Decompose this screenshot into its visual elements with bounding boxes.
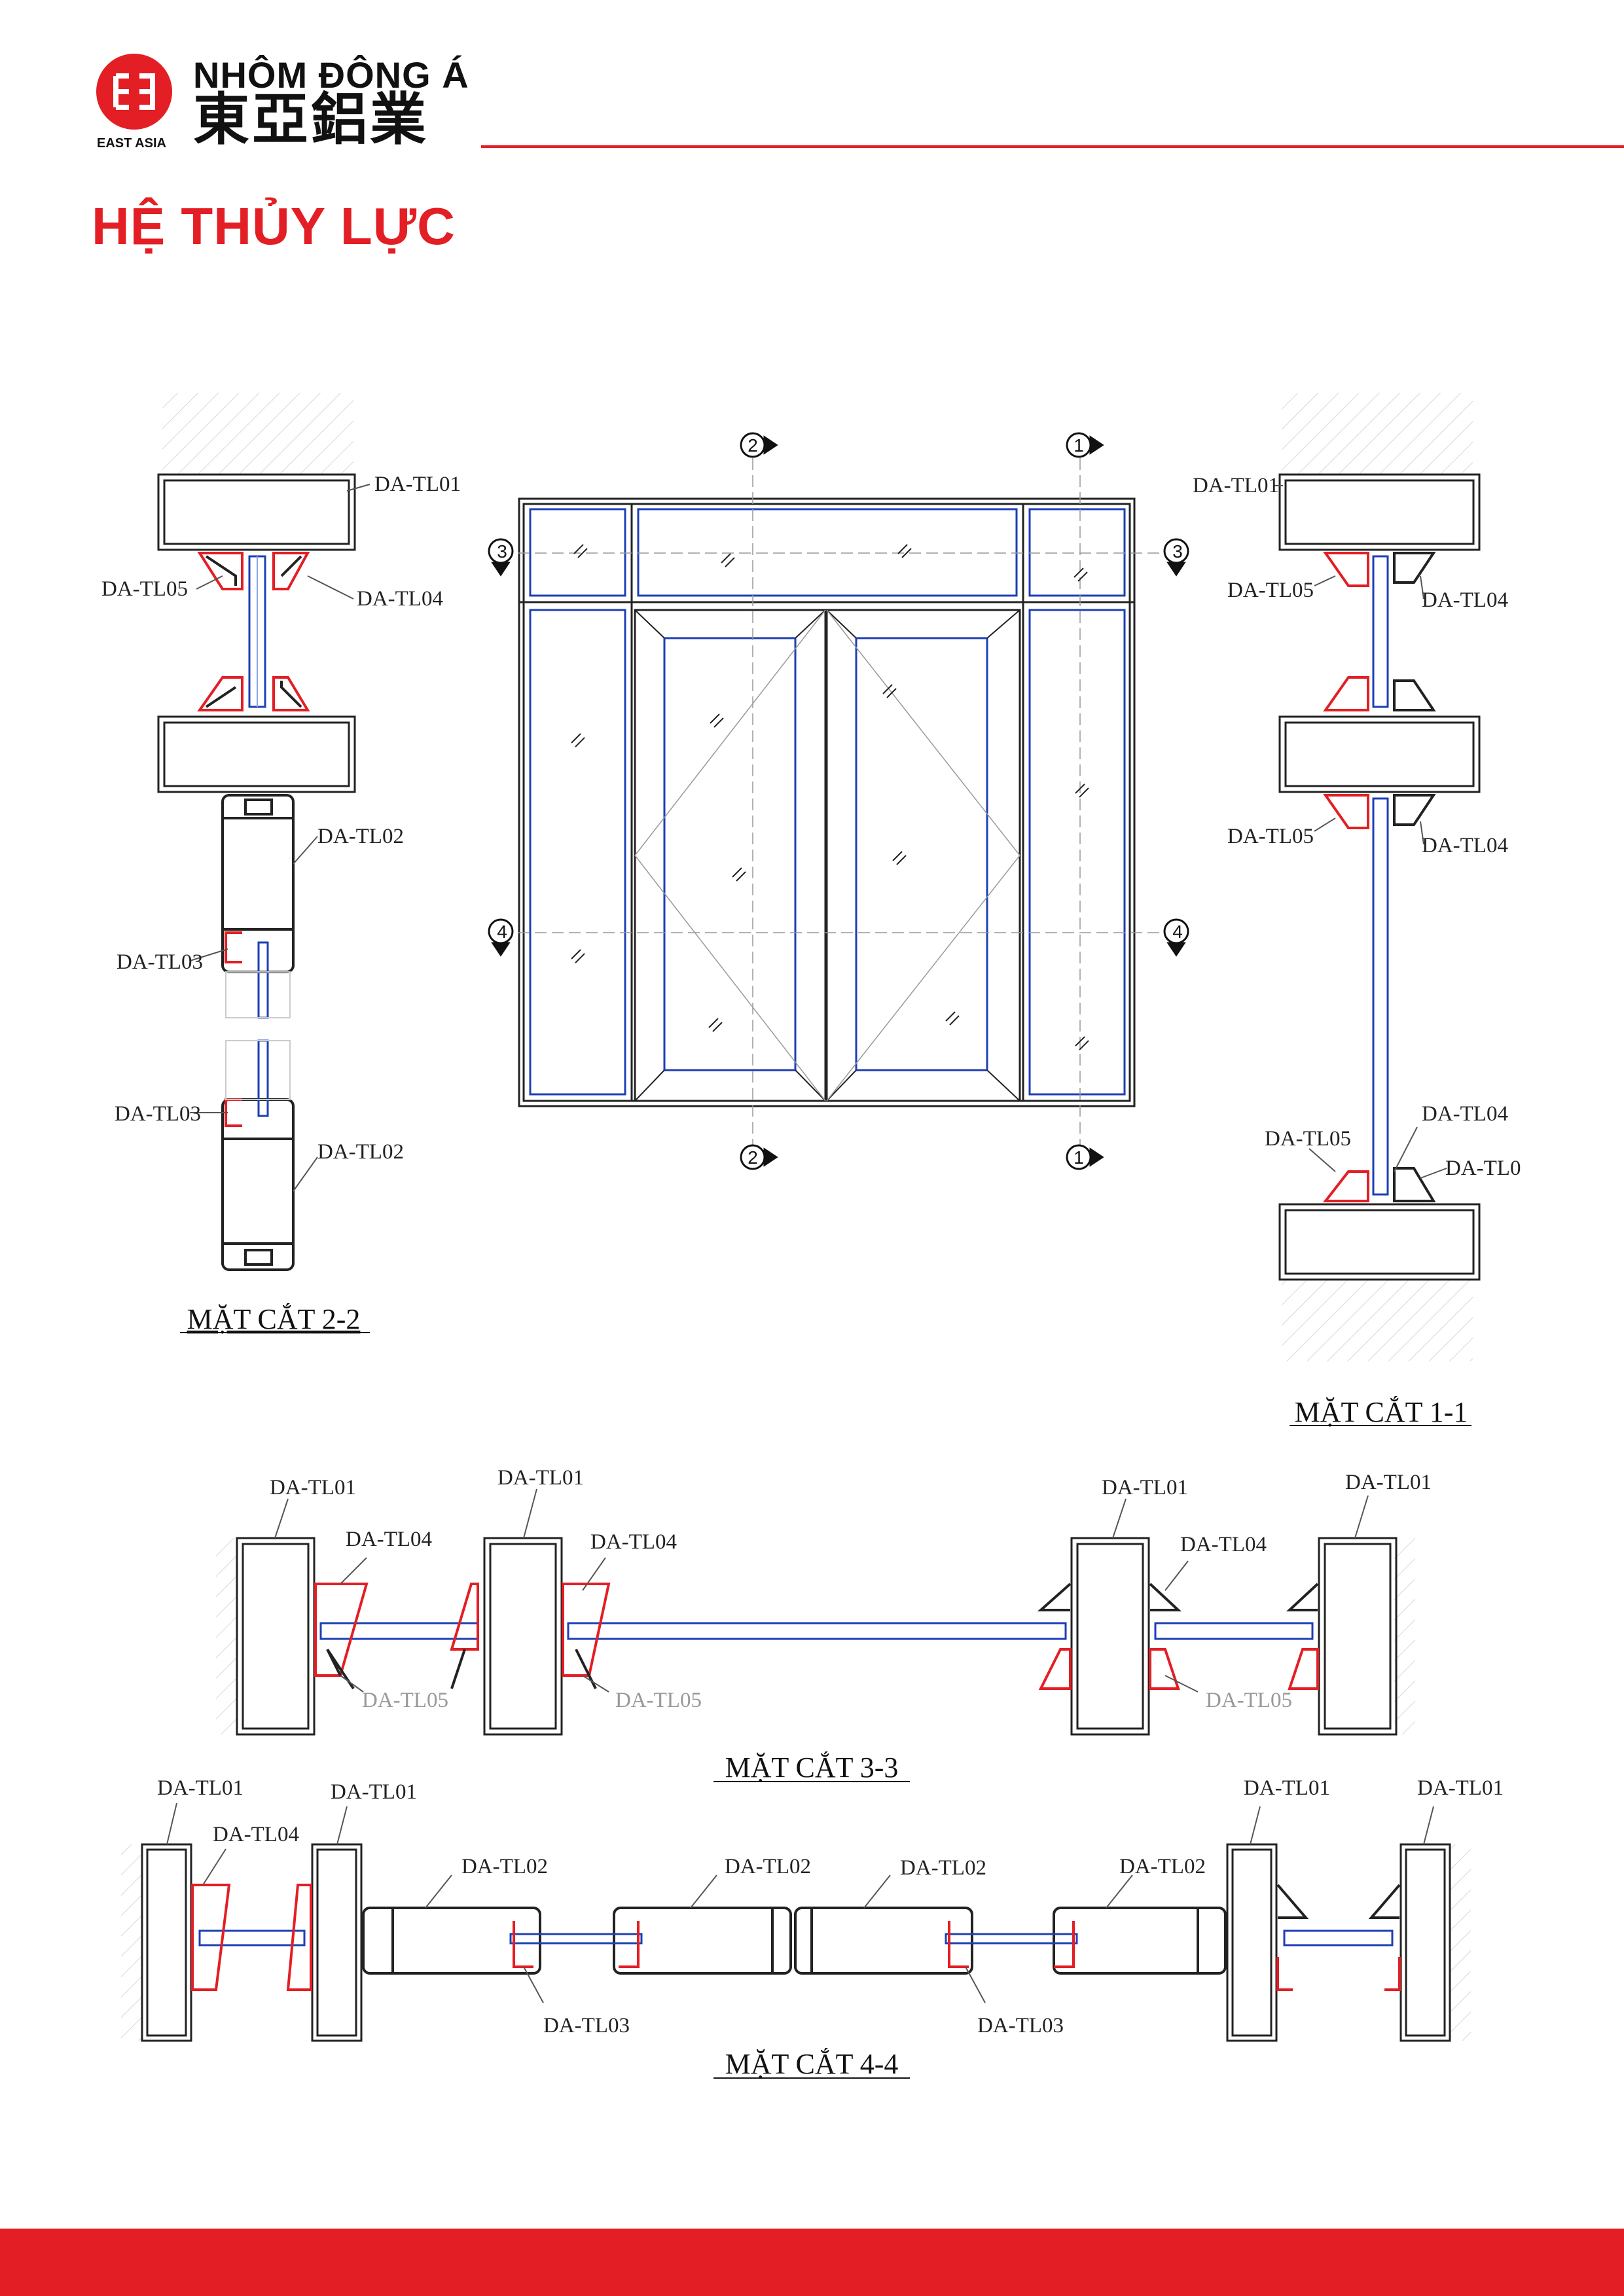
label-da-tl02: DA-TL02 xyxy=(900,1856,986,1880)
label-da-tl03: DA-TL03 xyxy=(115,1102,201,1126)
logo-mark-icon xyxy=(96,54,172,130)
brand-name-chinese: 東亞鋁業 xyxy=(193,87,429,152)
svg-text:3: 3 xyxy=(497,541,507,562)
svg-text:3: 3 xyxy=(1172,541,1183,562)
label-da-tl01: DA-TL01 xyxy=(1244,1776,1330,1800)
label-da-tl05: DA-TL05 xyxy=(101,577,188,601)
label-da-tl04: DA-TL04 xyxy=(1422,834,1508,857)
label-da-tl01: DA-TL01 xyxy=(1345,1471,1432,1494)
section-2-2: DA-TL01 DA-TL05 DA-TL04 DA-TL02 DA-TL03 … xyxy=(101,393,461,1335)
label-da-tl03: DA-TL03 xyxy=(977,2014,1064,2037)
label-da-tl04: DA-TL04 xyxy=(357,587,443,611)
section-markers: 2 1 2 1 3 3 4 4 xyxy=(488,432,1189,1170)
label-da-tl01: DA-TL01 xyxy=(374,473,461,496)
svg-text:4: 4 xyxy=(497,922,507,942)
label-da-tl02: DA-TL02 xyxy=(461,1855,548,1878)
header-divider xyxy=(481,145,1624,148)
caption-section-2-2: MẶT CẮT 2-2 xyxy=(187,1302,361,1335)
label-da-tl03: DA-TL03 xyxy=(117,950,203,974)
caption-section-3-3: MẶT CẮT 3-3 xyxy=(725,1751,899,1784)
section-4-4: DA-TL01 DA-TL01 DA-TL04 DA-TL02 DA-TL02 … xyxy=(121,1776,1504,2080)
svg-text:2: 2 xyxy=(748,435,758,456)
brand-name-english: EAST ASIA xyxy=(97,136,166,151)
section-marker-3-right: 3 xyxy=(1163,538,1189,577)
section-marker-2-top: 2 xyxy=(740,432,778,458)
door-elevation xyxy=(501,458,1172,1145)
label-da-tl05: DA-TL05 xyxy=(1265,1127,1351,1151)
label-da-tl02: DA-TL02 xyxy=(317,825,404,848)
section-marker-4-left: 4 xyxy=(488,918,514,957)
label-da-tl03: DA-TL03 xyxy=(543,2014,630,2037)
technical-drawing: 2 1 2 1 3 3 4 4 xyxy=(101,393,1521,2080)
section-3-3: DA-TL01 DA-TL01 DA-TL01 DA-TL01 DA-TL04 … xyxy=(216,1466,1432,1784)
label-da-tl01: DA-TL01 xyxy=(497,1466,584,1490)
svg-text:1: 1 xyxy=(1074,1147,1084,1168)
svg-text:2: 2 xyxy=(748,1147,758,1168)
label-da-tl05: DA-TL05 xyxy=(1227,825,1314,848)
svg-text:1: 1 xyxy=(1074,435,1084,456)
label-da-tl02: DA-TL02 xyxy=(1119,1855,1206,1878)
label-da-tl02: DA-TL02 xyxy=(317,1140,404,1164)
label-da-tl01: DA-TL01 xyxy=(157,1776,244,1800)
footer-bar xyxy=(0,2229,1624,2296)
section-1-1: DA-TL01 DA-TL05 DA-TL04 DA-TL05 DA-TL04 … xyxy=(1193,393,1521,1428)
label-da-tl01: DA-TL01 xyxy=(1417,1776,1504,1800)
label-da-tl04: DA-TL04 xyxy=(213,1823,299,1846)
label-da-tl01: DA-TL01 xyxy=(270,1476,356,1499)
section-marker-1-bottom: 1 xyxy=(1066,1144,1104,1170)
label-da-tl02: DA-TL02 xyxy=(725,1855,811,1878)
caption-section-1-1: MẶT CẮT 1-1 xyxy=(1295,1395,1468,1428)
section-marker-4-right: 4 xyxy=(1163,918,1189,957)
label-da-tl05: DA-TL05 xyxy=(1227,579,1314,602)
label-da-tl01: DA-TL01 xyxy=(331,1780,417,1804)
page-title: HỆ THỦY LỰC xyxy=(92,197,456,255)
label-da-tl05: DA-TL05 xyxy=(1206,1689,1292,1712)
label-da-tl05: DA-TL05 xyxy=(362,1689,448,1712)
label-da-tl01: DA-TL01 xyxy=(1193,474,1279,497)
label-da-tl01: DA-TL01 xyxy=(1102,1476,1188,1499)
section-marker-1-top: 1 xyxy=(1066,432,1104,458)
section-marker-3-left: 3 xyxy=(488,538,514,577)
label-da-tl04: DA-TL04 xyxy=(1180,1533,1267,1556)
section-marker-2-bottom: 2 xyxy=(740,1144,778,1170)
caption-section-4-4: MẶT CẮT 4-4 xyxy=(725,2047,899,2080)
brand-name-vietnamese: NHÔM ĐÔNG Á xyxy=(193,54,469,96)
label-da-tl05: DA-TL05 xyxy=(615,1689,702,1712)
label-da-tl04: DA-TL04 xyxy=(346,1528,432,1551)
label-da-tl04: DA-TL04 xyxy=(590,1530,677,1554)
label-da-tl0-partial: DA-TL0 xyxy=(1445,1157,1521,1180)
label-da-tl04: DA-TL04 xyxy=(1422,588,1508,612)
svg-text:4: 4 xyxy=(1172,922,1183,942)
label-da-tl04: DA-TL04 xyxy=(1422,1102,1508,1126)
